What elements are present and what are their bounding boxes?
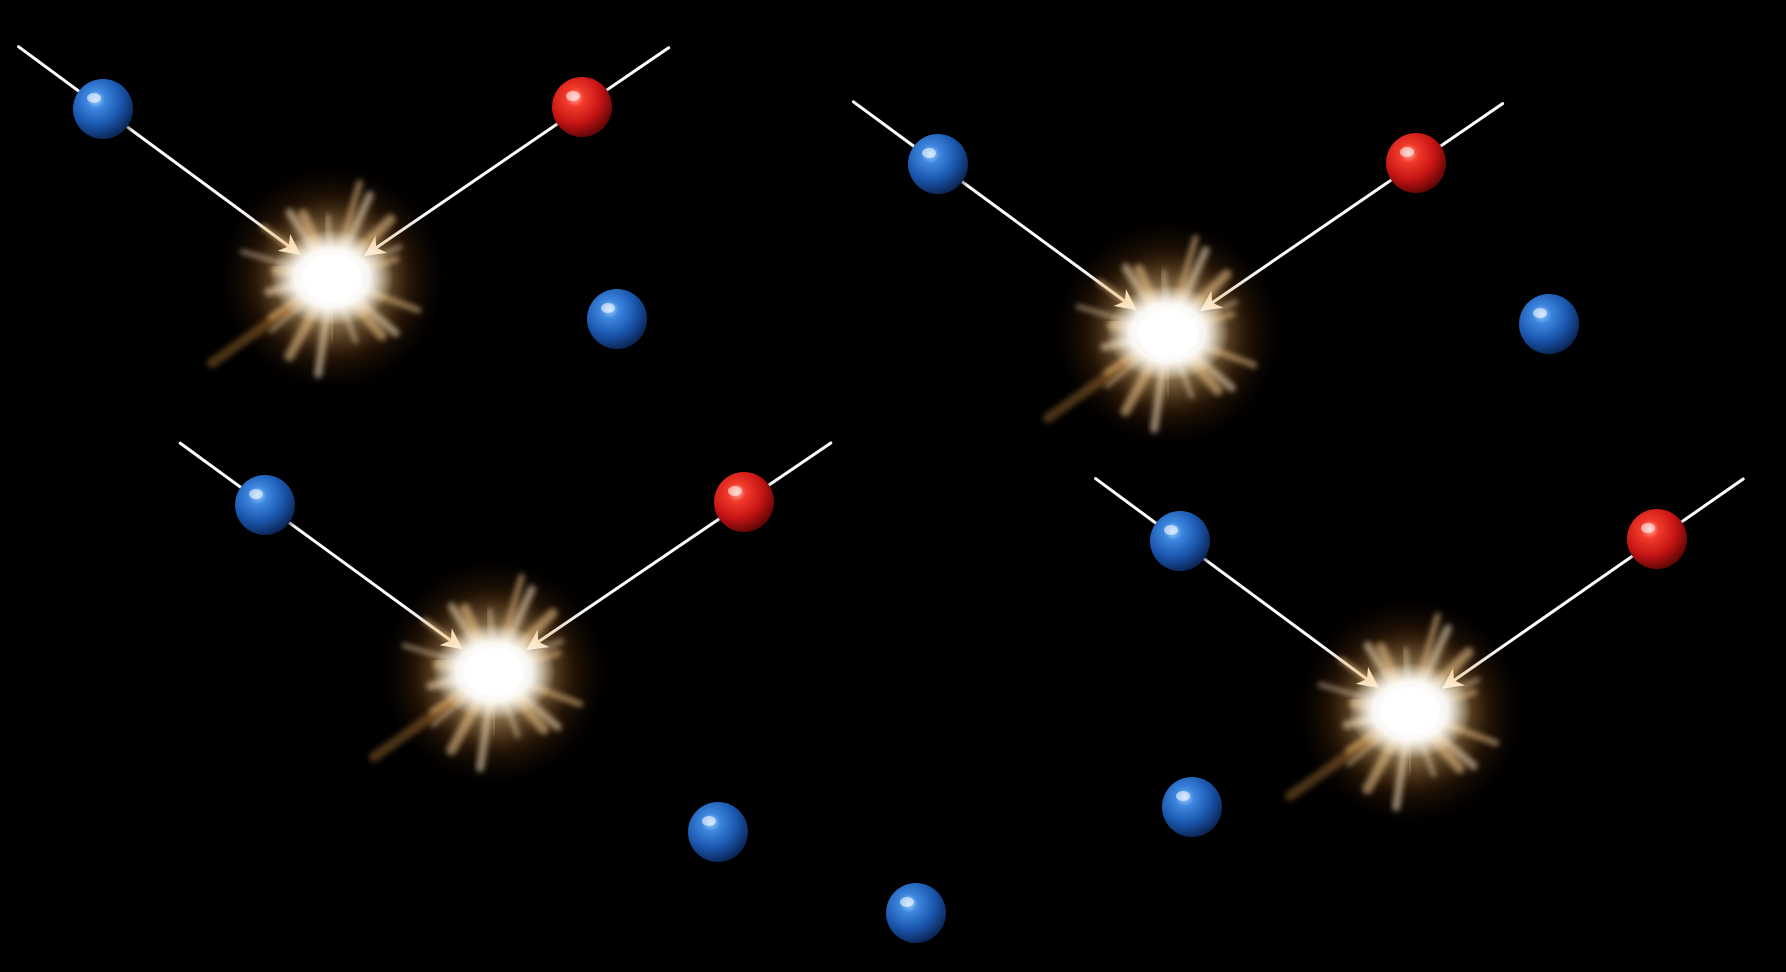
blue-sphere-icon [1519,294,1579,354]
blue-sphere-icon [886,883,946,943]
red-sphere-icon [1386,133,1446,193]
blue-sphere-icon [688,802,748,862]
red-sphere-icon [1627,509,1687,569]
collision-1-red-particle [552,77,614,140]
free-blue-3 [688,802,750,865]
collision-3-blue-arrow-tail [178,441,243,489]
blue-sphere-icon [73,79,133,139]
collision-3-flash [369,557,609,787]
collision-1-red-arrow-tail [605,46,671,92]
blue-sphere-icon [587,289,647,349]
collision-2-blue-particle [908,134,970,197]
collision-3-blue-particle [235,475,297,538]
blue-sphere-icon [908,134,968,194]
flash-layer [207,163,1525,826]
blue-sphere-icon [235,475,295,535]
collision-4-flash [1285,596,1525,826]
collision-4-red-arrow-tail [1680,477,1745,524]
free-blue-2 [1519,294,1581,357]
collision-2-flash [1043,218,1283,448]
collision-3-red-particle [714,472,776,535]
collision-1-flash [207,163,447,393]
blue-sphere-icon [1162,777,1222,837]
collision-4-blue-particle [1150,511,1212,574]
collision-2-blue-arrow-tail [851,100,916,148]
free-blue-1 [587,289,649,352]
collision-3-red-arrow-tail [767,441,833,487]
collision-1-blue-arrow-tail [17,45,81,93]
red-sphere-icon [714,472,774,532]
free-blue-5 [886,883,948,946]
red-sphere-icon [552,77,612,137]
collision-4-red-particle [1627,509,1689,572]
collision-4-blue-arrow-tail [1094,477,1158,525]
particle-layer [73,77,1689,946]
free-blue-4 [1162,777,1224,840]
collision-1-blue-particle [73,79,135,142]
collision-2-red-particle [1386,133,1448,196]
blue-sphere-icon [1150,511,1210,571]
collision-2-red-arrow-tail [1439,102,1505,148]
